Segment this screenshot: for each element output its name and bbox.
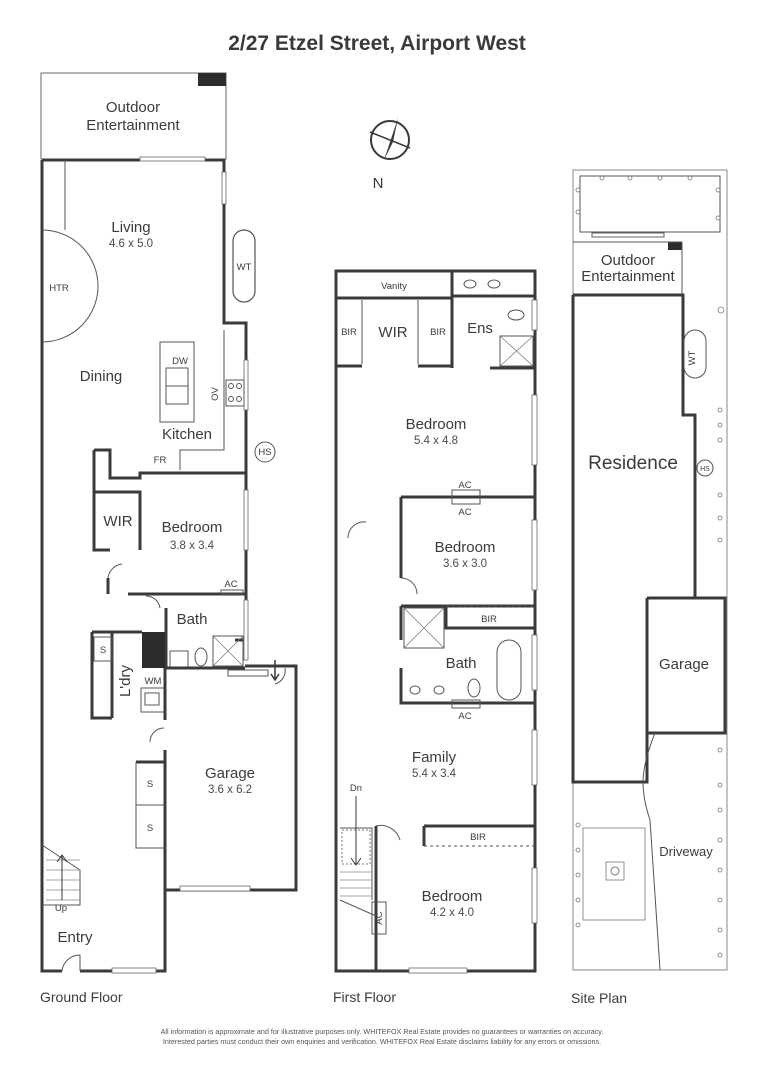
gf-hs-label: HS xyxy=(258,447,271,458)
gf-wt-label: WT xyxy=(237,262,252,273)
gf-bath-label: Bath xyxy=(177,611,208,628)
ff-bir-label-4: BIR xyxy=(470,832,486,843)
sp-outdoor-label-1: Outdoor xyxy=(601,252,655,269)
ff-bedroom2-label: Bedroom xyxy=(435,539,496,556)
ff-bath-label: Bath xyxy=(446,655,477,672)
htr-label: HTR xyxy=(49,283,69,294)
driveway-label: Driveway xyxy=(659,844,713,859)
sp-garage-label: Garage xyxy=(659,656,709,673)
ff-ac-label-2: AC xyxy=(458,507,471,518)
storage-s-label-1: S xyxy=(147,779,153,790)
ff-ac-label-1: AC xyxy=(458,480,471,491)
gf-bedroom-label: Bedroom xyxy=(162,519,223,536)
first-floor-plan xyxy=(334,269,538,974)
ff-bir-label-1: BIR xyxy=(341,327,357,338)
gf-ac-label: AC xyxy=(224,579,237,590)
dining-label: Dining xyxy=(80,368,123,385)
ground-floor-caption: Ground Floor xyxy=(40,989,123,1005)
gf-garage-dim: 3.6 x 6.2 xyxy=(208,784,252,796)
gf-outdoor-label-1: Outdoor xyxy=(106,99,160,116)
ff-bir-label-3: BIR xyxy=(481,614,497,625)
entry-label: Entry xyxy=(57,929,93,946)
ff-bedroom1-label: Bedroom xyxy=(406,416,467,433)
ensuite-label: Ens xyxy=(467,320,493,337)
laundry-label: L'dry xyxy=(117,664,134,697)
living-dim: 4.6 x 5.0 xyxy=(109,238,153,250)
wm-label: WM xyxy=(145,676,162,687)
first-floor-caption: First Floor xyxy=(333,989,396,1005)
living-label: Living xyxy=(111,219,150,236)
ff-wir-label: WIR xyxy=(378,324,407,341)
gf-garage-label: Garage xyxy=(205,765,255,782)
compass-icon xyxy=(369,118,411,160)
gf-bedroom-dim: 3.8 x 3.4 xyxy=(170,540,215,552)
ground-floor-plan xyxy=(40,72,298,974)
kitchen-label: Kitchen xyxy=(162,426,212,443)
stairs-up-label: Up xyxy=(55,903,67,914)
ff-bir-label-2: BIR xyxy=(430,327,446,338)
ff-ac-label-3: AC xyxy=(458,711,471,722)
ff-bedroom2-dim: 3.6 x 3.0 xyxy=(443,558,487,570)
family-dim: 5.4 x 3.4 xyxy=(412,768,457,780)
gf-wir-label: WIR xyxy=(103,513,132,530)
ff-bedroom3-label: Bedroom xyxy=(422,888,483,905)
stairs-down-label: Dn xyxy=(350,783,362,794)
sp-wt-label: WT xyxy=(687,350,698,365)
compass-north-label: N xyxy=(373,175,384,192)
residence-label: Residence xyxy=(588,453,678,474)
family-label: Family xyxy=(412,749,457,766)
dw-label: DW xyxy=(172,356,188,367)
ff-bedroom3-dim: 4.2 x 4.0 xyxy=(430,907,474,919)
page-title: 2/27 Etzel Street, Airport West xyxy=(228,32,526,55)
site-plan xyxy=(571,169,728,971)
disclaimer-line-2: Interested parties must conduct their ow… xyxy=(163,1037,601,1046)
gf-outdoor-label-2: Entertainment xyxy=(86,117,180,134)
ov-label: OV xyxy=(210,386,221,400)
ff-ac-label-4: AC xyxy=(374,911,385,924)
laundry-s-label: S xyxy=(100,645,106,656)
vanity-label: Vanity xyxy=(381,281,407,292)
sp-hs-label: HS xyxy=(700,466,710,473)
sp-outdoor-label-2: Entertainment xyxy=(581,268,675,285)
site-plan-caption: Site Plan xyxy=(571,990,627,1006)
storage-s-label-2: S xyxy=(147,823,153,834)
fr-label: FR xyxy=(154,455,167,466)
disclaimer-line-1: All information is approximate and for i… xyxy=(161,1027,604,1036)
ff-bedroom1-dim: 5.4 x 4.8 xyxy=(414,435,458,447)
